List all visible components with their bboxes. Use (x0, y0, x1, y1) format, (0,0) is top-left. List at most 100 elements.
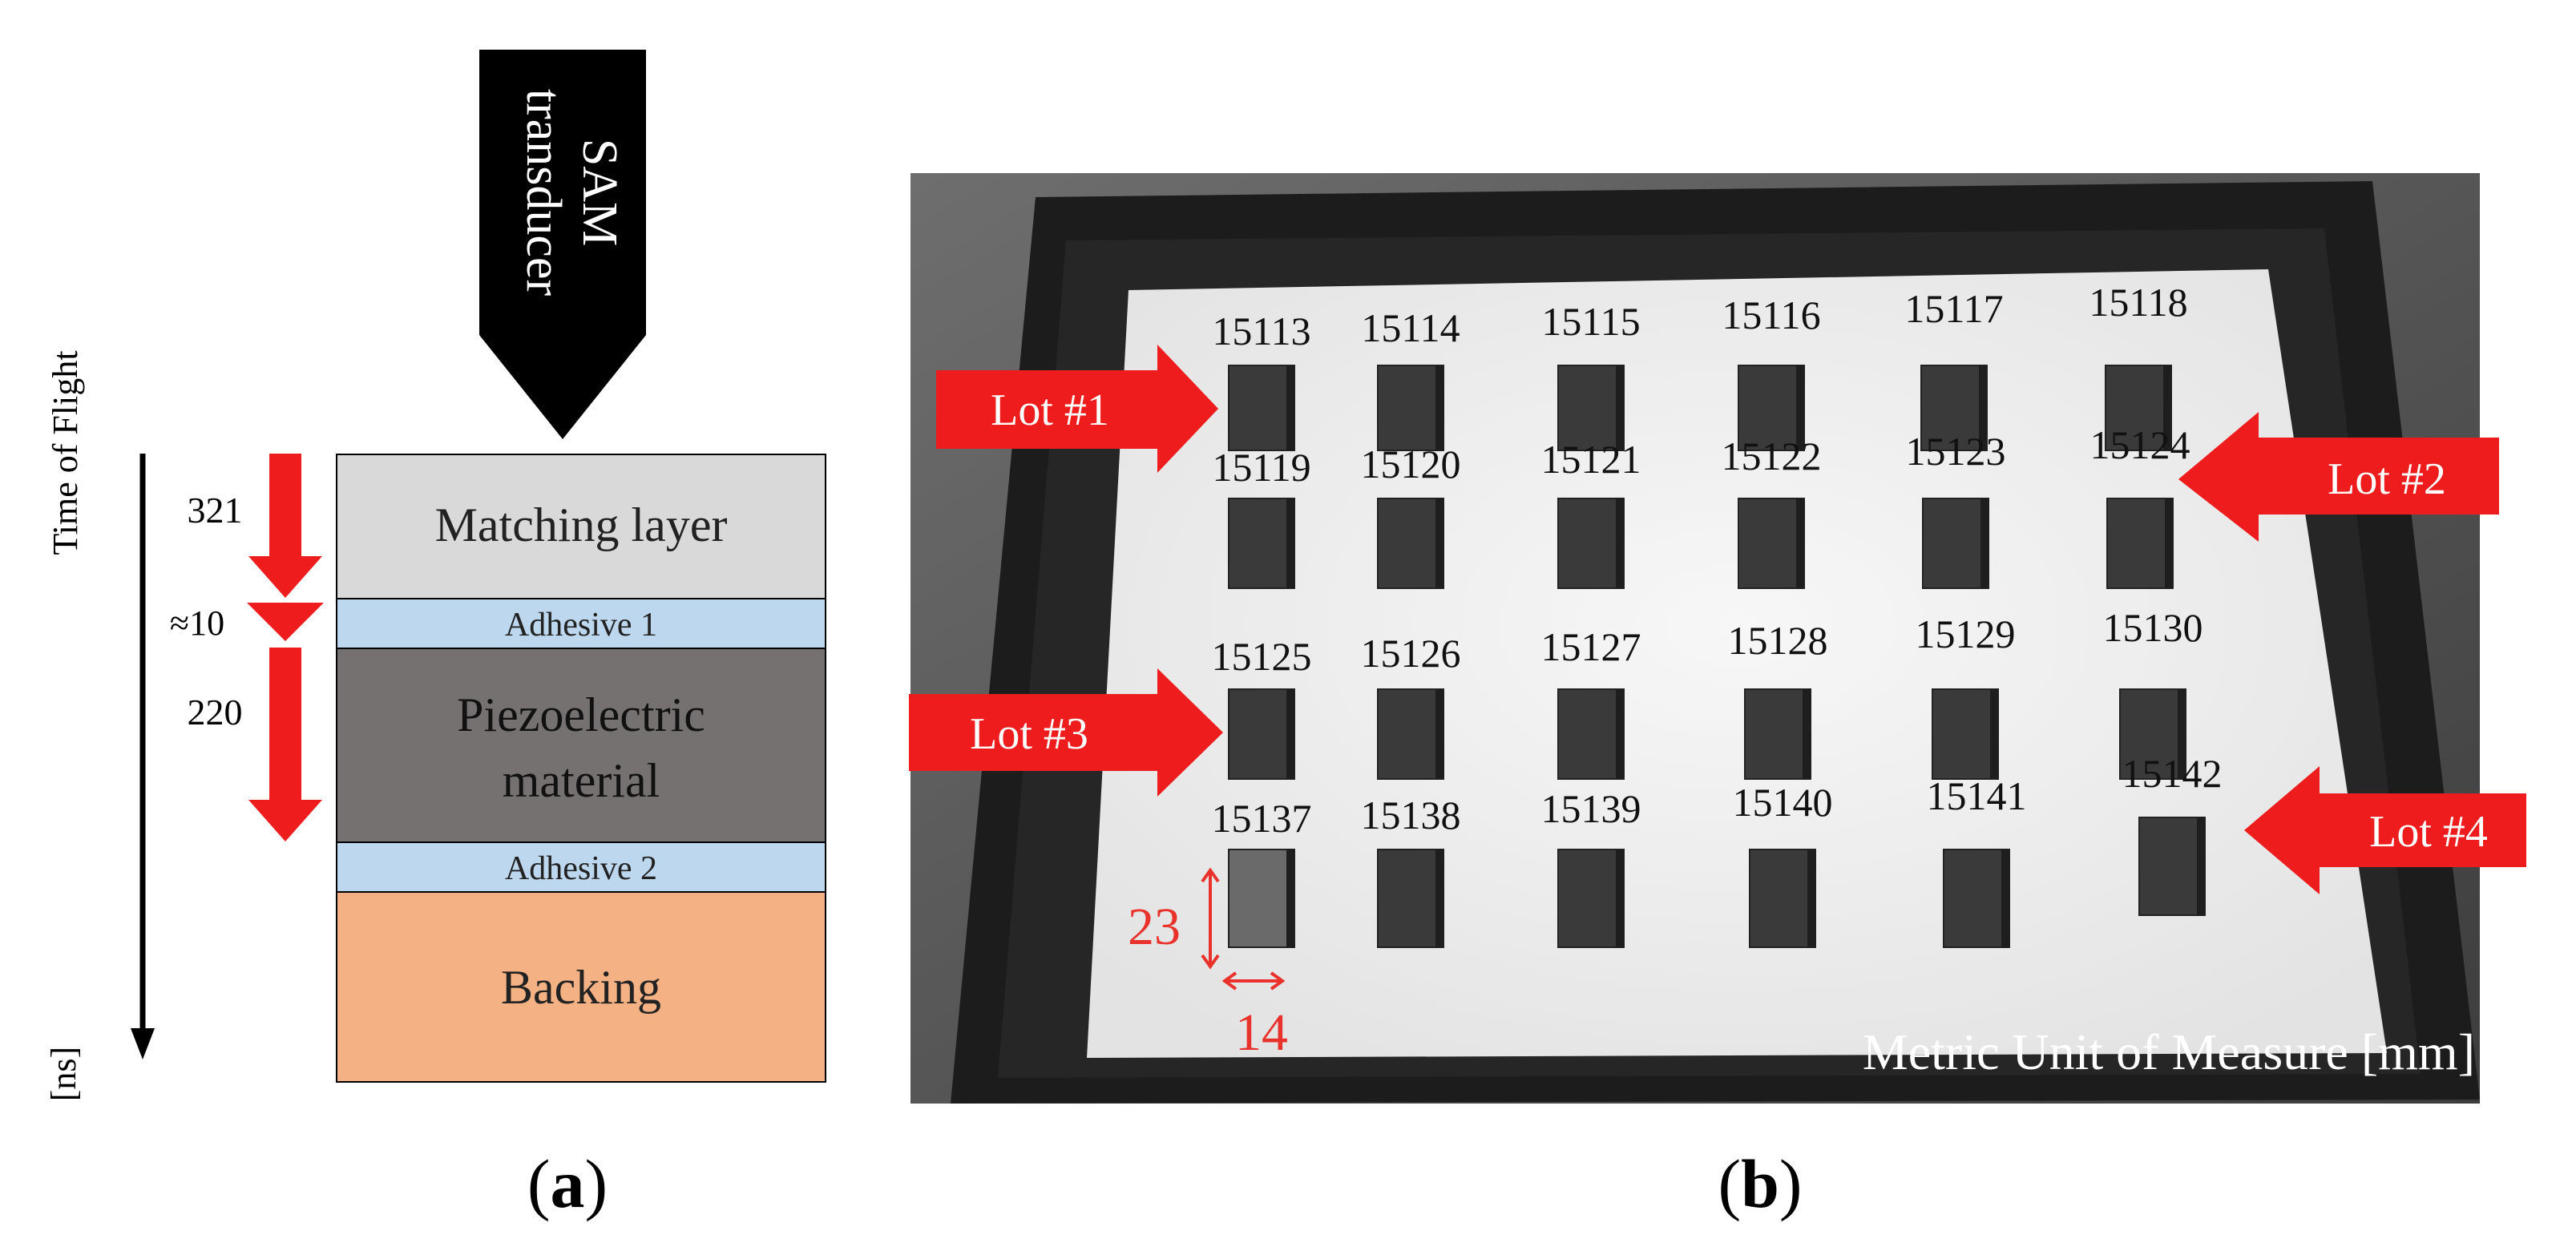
sample-chip-edge (2163, 365, 2171, 450)
sample-id-label: 15140 (1733, 780, 1833, 825)
sample-chip (1377, 365, 1444, 451)
sample-chip (2119, 688, 2186, 780)
transducer-label-line2: transducer (516, 89, 571, 297)
transducer-label-line1: SAM (572, 139, 627, 246)
caption-a-letter: a (551, 1145, 585, 1222)
sample-id-label: 15117 (1904, 286, 2003, 331)
sample-chip (1943, 849, 2010, 948)
sample-chip-edge (1616, 498, 1624, 588)
sample-chip (1557, 365, 1625, 451)
time-unit-label: [ns] (44, 1047, 83, 1101)
caption-b: (b) (1718, 1145, 1802, 1222)
lot-1-arrow (936, 345, 1218, 473)
sample-chip (1738, 498, 1805, 589)
height-arrowhead-bottom (1201, 954, 1220, 970)
sample-chip (1557, 688, 1625, 780)
height-arrowhead-top (1201, 867, 1220, 883)
lot-1-label: Lot #1 (991, 385, 1109, 435)
piezoelectric-layer (336, 648, 826, 843)
sample-id-label: 15137 (1212, 796, 1312, 841)
sample-chip-edge (1803, 689, 1811, 779)
sample-chip-edge (1286, 498, 1294, 588)
sample-chip-edge (1796, 365, 1804, 450)
sample-id-label: 15129 (1916, 611, 2016, 656)
sample-chip (1920, 365, 1988, 451)
sample-id-label: 15118 (2089, 280, 2187, 325)
sample-chip-edge (1616, 849, 1624, 947)
sample-id-label: 15120 (1361, 442, 1461, 486)
lot-2-label: Lot #2 (2328, 454, 2446, 504)
sample-id-label: 15128 (1728, 618, 1828, 663)
sample-chip (1557, 849, 1625, 948)
sample-id-label: 15142 (2122, 751, 2223, 796)
sample-chip-edge (1435, 849, 1443, 947)
backing-label: Backing (501, 961, 661, 1014)
panel-a: SAM transducer Time of Flight [ns] Match… (44, 50, 826, 1222)
tof-value-adhesive: ≈10 (170, 603, 224, 643)
sample-chip (1377, 849, 1444, 948)
lot-3-label: Lot #3 (970, 709, 1088, 759)
sample-id-label: 15139 (1541, 786, 1641, 831)
sample-id-label: 15119 (1212, 445, 1310, 490)
sample-id-label: 15141 (1927, 773, 2027, 818)
sample-id-label: 15125 (1212, 634, 1312, 679)
sample-chip-edge (1616, 689, 1624, 779)
sample-chip-edge (1807, 849, 1815, 947)
width-arrowhead-left (1221, 971, 1238, 991)
sample-chip (1228, 688, 1295, 780)
backing-layer (336, 891, 826, 1083)
caption-a: (a) (527, 1145, 608, 1222)
tof-value-matching: 321 (188, 490, 243, 531)
sample-id-label: 15138 (1361, 793, 1461, 837)
sample-chip-edge (1435, 689, 1443, 779)
sample-chip-edge (1286, 849, 1294, 947)
sample-chip-edge (1990, 689, 1998, 779)
matching-layer (336, 454, 826, 599)
sample-chip (1228, 365, 1295, 451)
sample-chip-edge (2197, 817, 2205, 915)
sample-chip-edge (1286, 689, 1294, 779)
sample-chip (1377, 688, 1444, 780)
sample-id-label: 15130 (2103, 605, 2203, 650)
sample-chip-edge (2165, 498, 2173, 588)
dimension-annotation (1201, 867, 1286, 991)
sample-id-label: 15114 (1361, 305, 1460, 350)
sample-chip-edge (2178, 689, 2186, 779)
unit-note: Metric Unit of Measure [mm] (1863, 1023, 2475, 1080)
sample-id-label: 15126 (1361, 631, 1461, 676)
width-dimension-value: 14 (1235, 1003, 1288, 1062)
sample-chip (1749, 849, 1816, 948)
piezoelectric-label-line1: Piezoelectric (457, 688, 705, 741)
sample-chip (2105, 365, 2172, 451)
time-axis-arrowhead (131, 1028, 155, 1059)
sample-chip (2106, 498, 2174, 589)
sample-chip (2138, 817, 2206, 916)
sample-grid: 15113 15114 15115 15116 15117 15118 15119 15120… (1212, 280, 2223, 948)
height-dimension-value: 23 (1128, 898, 1181, 956)
sample-chip (1738, 365, 1805, 451)
tof-value-piezo: 220 (188, 692, 243, 732)
sample-chip-edge (1979, 365, 1987, 450)
sample-chip (1377, 498, 1444, 589)
sample-chip-edge (1980, 498, 1989, 588)
adhesive-1-label: Adhesive 1 (505, 607, 657, 644)
layer-stack (336, 454, 826, 1083)
sample-id-label: 15123 (1906, 429, 2006, 474)
sample-chip (1557, 498, 1625, 589)
lot-arrows (909, 345, 2526, 894)
sample-chip-edge (1286, 365, 1294, 450)
lot-4-label: Lot #4 (2369, 807, 2488, 857)
caption-b-letter: b (1741, 1145, 1779, 1222)
sample-chip-edge (1616, 365, 1624, 450)
sample-id-label: 15122 (1722, 434, 1822, 478)
lot-4-arrow (2244, 766, 2526, 894)
sample-id-label: 15127 (1541, 624, 1641, 669)
tof-arrow-matching (248, 454, 322, 598)
sample-id-label: 15115 (1541, 299, 1640, 344)
sample-chip (1228, 849, 1295, 948)
time-axis-label: Time of Flight (46, 350, 85, 555)
sample-id-label: 15113 (1212, 309, 1310, 353)
width-arrowhead-right (1270, 971, 1286, 991)
sample-id-label: 15116 (1722, 293, 1820, 337)
